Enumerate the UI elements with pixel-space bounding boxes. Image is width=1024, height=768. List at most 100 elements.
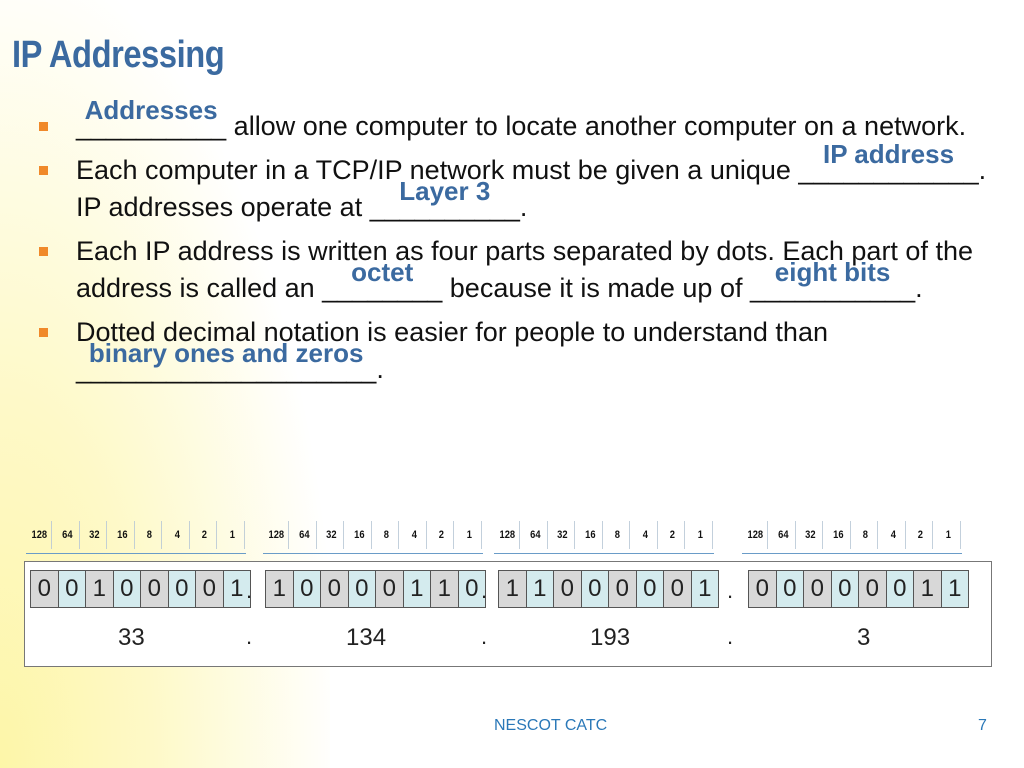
octet-separator: . xyxy=(246,578,253,603)
bit-weight-cell: 8 xyxy=(854,521,878,549)
bit-weight-cell: 8 xyxy=(606,521,630,549)
bit-cell: 0 xyxy=(57,570,86,608)
bit-weight-cell: 2 xyxy=(193,521,217,549)
bit-cell: 0 xyxy=(803,570,832,608)
bit-weight-cell: 32 xyxy=(551,521,575,549)
bullet-text: allow one computer to locate another com… xyxy=(226,111,967,141)
bit-weight-cell: 128 xyxy=(28,521,52,549)
bit-cell: 0 xyxy=(830,570,859,608)
bit-cell: 0 xyxy=(167,570,196,608)
fill-blank: ____________________binary ones and zero… xyxy=(76,338,377,388)
blank-line: ________ xyxy=(322,273,443,303)
bit-cell: 0 xyxy=(553,570,582,608)
bit-weight-cell: 32 xyxy=(799,521,823,549)
bullet-text: . xyxy=(519,192,528,222)
page-number: 7 xyxy=(978,717,987,734)
bullet-text: because it is made up of xyxy=(442,273,750,303)
bullet-square-icon xyxy=(39,166,48,175)
bullet-list: __________Addresses allow one computer t… xyxy=(36,95,1006,395)
decimal-octet-3: 193 xyxy=(590,624,631,651)
bit-weight-cell: 64 xyxy=(293,521,316,549)
bit-weight-cell: 128 xyxy=(496,521,520,549)
bit-cell: 1 xyxy=(430,570,459,608)
fill-blank: ____________IP address xyxy=(798,139,979,189)
bit-weight-cell: 2 xyxy=(661,521,685,549)
bullet-item-octet: Each IP address is written as four parts… xyxy=(36,233,1006,307)
decimal-octet-1: 33 xyxy=(118,624,145,651)
bit-cell: 1 xyxy=(265,570,294,608)
bullet-item-addresses: __________Addresses allow one computer t… xyxy=(36,95,1006,145)
bit-cell: 0 xyxy=(30,570,59,608)
bit-cell: 0 xyxy=(608,570,637,608)
bit-weight-cell: 4 xyxy=(403,521,426,549)
blank-line: __________ xyxy=(369,192,520,222)
bit-weight-cell: 64 xyxy=(772,521,795,549)
bit-cell: 1 xyxy=(525,570,554,608)
bit-cell: 0 xyxy=(112,570,141,608)
bit-cell: 1 xyxy=(85,570,114,608)
bit-weight-cell: 128 xyxy=(265,521,289,549)
bullet-square-icon xyxy=(39,247,48,256)
bullet-square-icon xyxy=(39,328,48,337)
bullet-text: Dotted decimal notation is easier for pe… xyxy=(76,317,828,347)
slide-title: IP Addressing xyxy=(12,34,225,76)
blank-answer: eight bits xyxy=(774,257,891,287)
bullet-item-dotted-decimal: Dotted decimal notation is easier for pe… xyxy=(36,314,1006,388)
blank-answer: Layer 3 xyxy=(399,176,491,206)
bit-weight-cell: 4 xyxy=(882,521,905,549)
bit-weight-cell: 16 xyxy=(348,521,371,549)
bit-cell: 0 xyxy=(347,570,376,608)
decimal-separator: . xyxy=(246,624,253,649)
blank-line: __________ xyxy=(76,111,227,141)
octet-separator: . xyxy=(481,578,488,603)
bit-weight-cell: 8 xyxy=(138,521,162,549)
bit-cell: 0 xyxy=(320,570,349,608)
bit-weight-cell: 1 xyxy=(458,521,481,549)
bullet-text: Each computer in a TCP/IP network must b… xyxy=(76,155,799,185)
octet-separator: . xyxy=(727,578,734,603)
fill-blank: __________Layer 3 xyxy=(369,176,520,226)
fill-blank: __________Addresses xyxy=(76,95,227,145)
decimal-separator: . xyxy=(727,624,734,649)
bit-cell: 1 xyxy=(913,570,942,608)
bit-cell: 0 xyxy=(195,570,224,608)
bit-weight-cell: 16 xyxy=(827,521,850,549)
bit-weight-cell: 8 xyxy=(375,521,399,549)
bit-cell: 0 xyxy=(457,570,486,608)
bit-weight-cell: 32 xyxy=(83,521,107,549)
bit-weight-cell: 16 xyxy=(111,521,134,549)
bit-cell: 0 xyxy=(635,570,664,608)
fill-blank: ________octet xyxy=(322,257,443,307)
bit-cell: 1 xyxy=(940,570,969,608)
fill-blank: ___________eight bits xyxy=(749,257,916,307)
bit-cell: 0 xyxy=(663,570,692,608)
bit-weight-cell: 1 xyxy=(937,521,960,549)
blank-line: ____________ xyxy=(798,155,979,185)
bit-cell: 0 xyxy=(775,570,804,608)
bullet-square-icon xyxy=(39,122,48,131)
bullet-item-ip-address: Each computer in a TCP/IP network must b… xyxy=(36,139,1006,226)
bit-cell: 0 xyxy=(748,570,777,608)
footer-text: NESCOT CATC xyxy=(494,717,608,734)
blank-line: ___________ xyxy=(749,273,916,303)
bullet-text: . xyxy=(915,273,923,303)
bit-cell: 0 xyxy=(885,570,914,608)
bit-cell: 1 xyxy=(690,570,719,608)
bullet-text: . xyxy=(376,354,384,384)
bit-cell: 0 xyxy=(292,570,321,608)
bit-weight-cell: 2 xyxy=(909,521,933,549)
blank-answer: Addresses xyxy=(84,95,218,125)
bit-weight-cell: 1 xyxy=(689,521,712,549)
blank-answer: octet xyxy=(351,257,414,287)
bit-cell: 0 xyxy=(140,570,169,608)
blank-answer: IP address xyxy=(822,139,955,169)
blank-line: ____________________ xyxy=(76,354,377,384)
bit-weight-cell: 64 xyxy=(56,521,79,549)
